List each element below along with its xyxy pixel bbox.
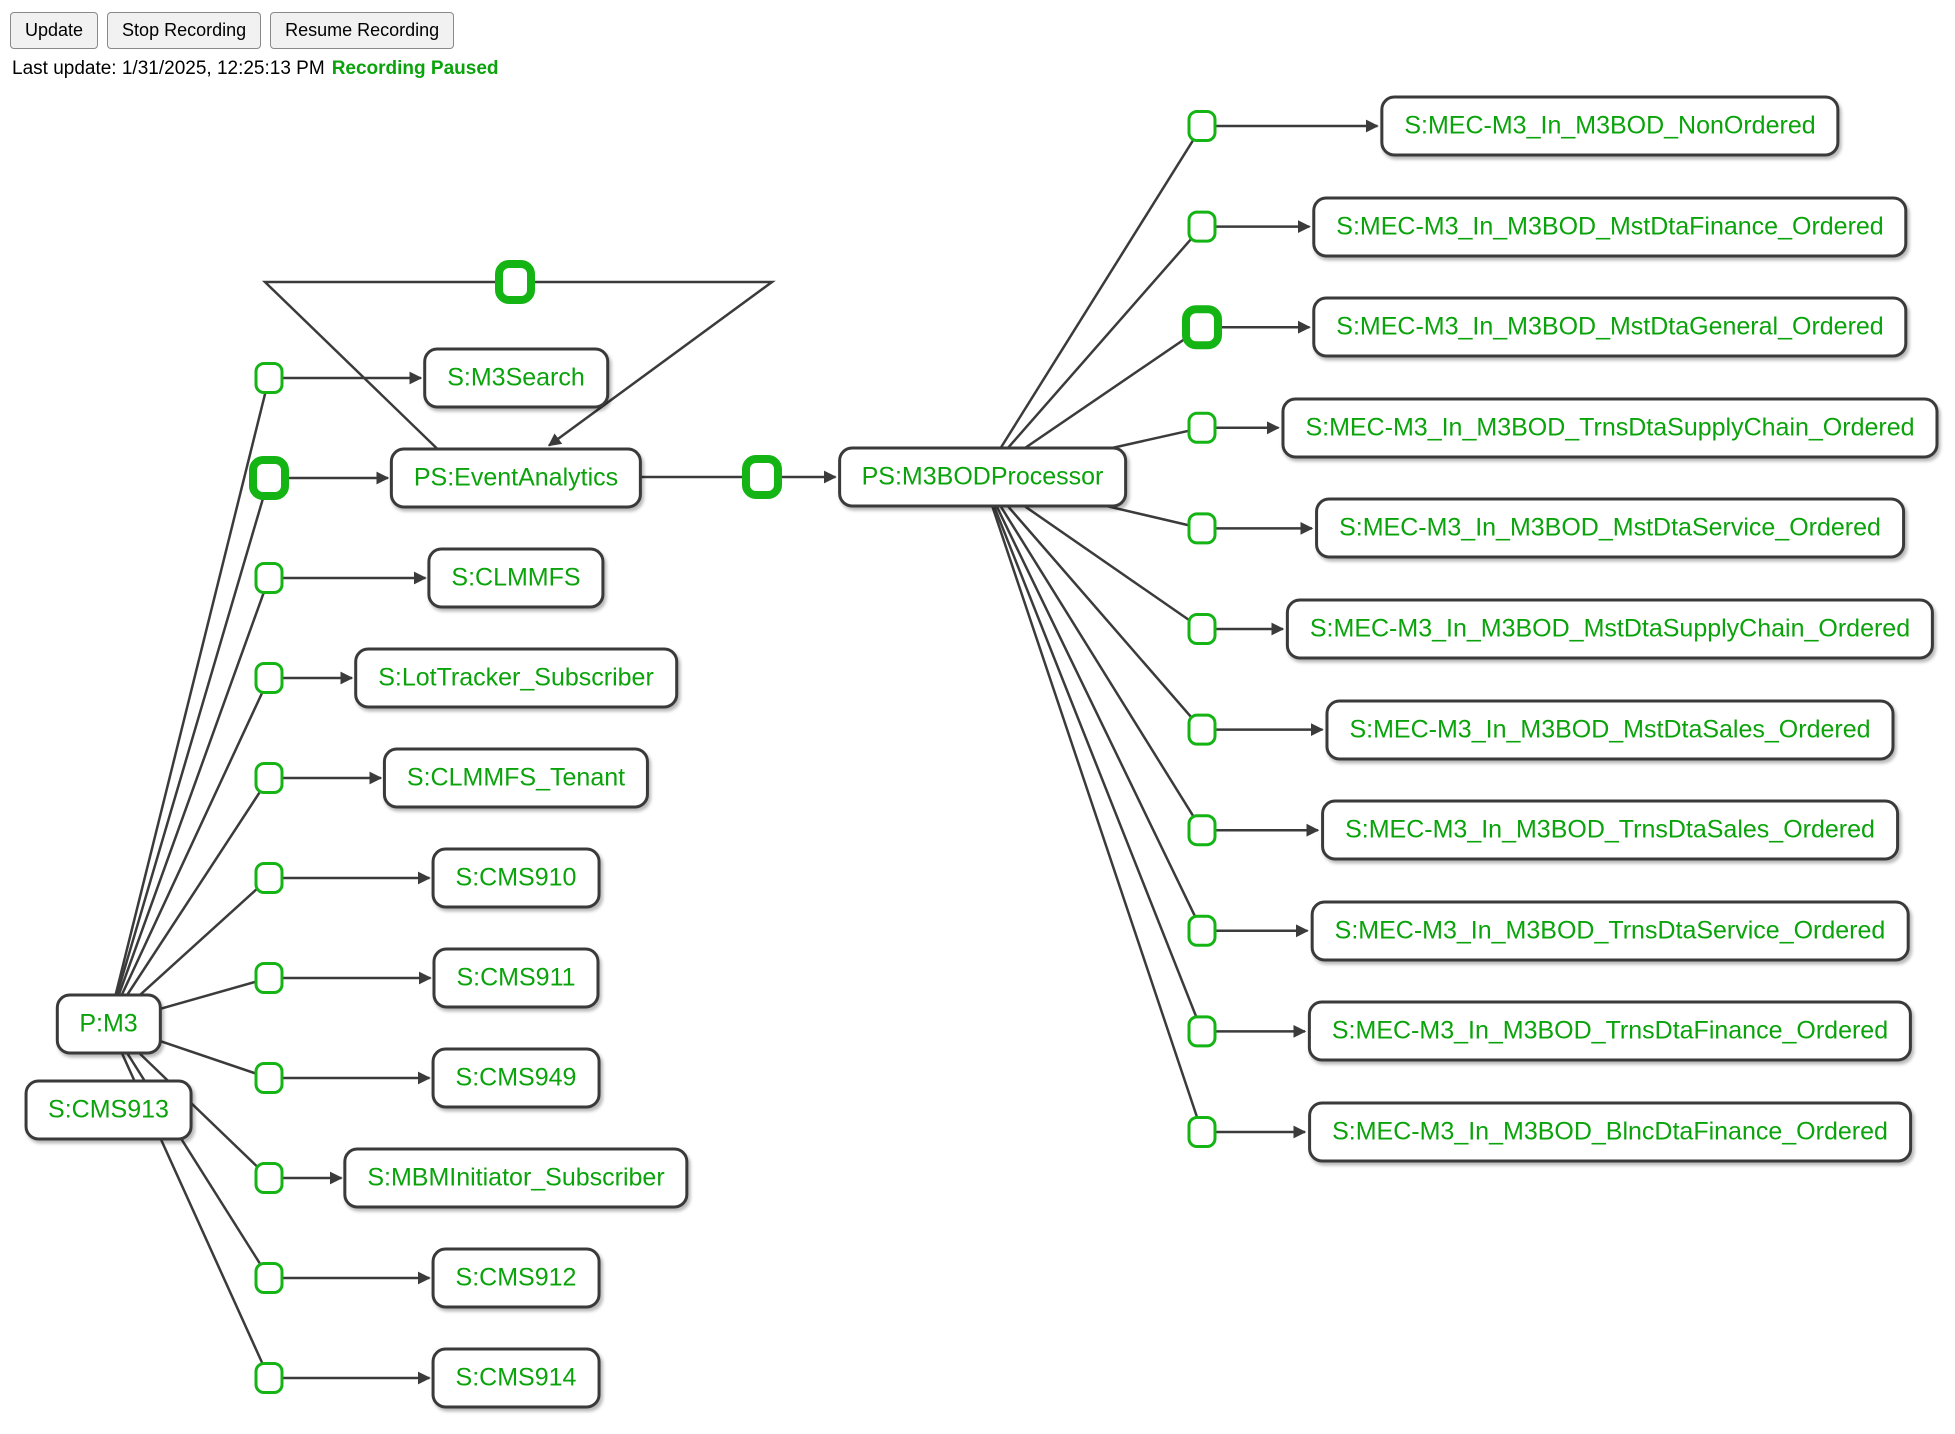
- node-s-cms949[interactable]: S:CMS949: [431, 1047, 601, 1109]
- node-ps-eventanalytics[interactable]: PS:EventAnalytics: [389, 447, 643, 509]
- port-s-cms912[interactable]: [254, 1262, 284, 1294]
- port-s-mec-m3-in-m3bod-trnsdtasales-ordered[interactable]: [1187, 814, 1217, 847]
- port-s-mec-m3-in-m3bod-trnsdtafinance-ordered[interactable]: [1187, 1015, 1217, 1048]
- resume-recording-button[interactable]: Resume Recording: [270, 12, 455, 49]
- node-s-lottracker-subscriber[interactable]: S:LotTracker_Subscriber: [354, 647, 678, 709]
- stop-recording-button[interactable]: Stop Recording: [107, 12, 262, 49]
- port-s-mbminitiator-subscriber[interactable]: [254, 1162, 284, 1194]
- node-s-mec-m3-in-m3bod-blncdtafinance-ordered[interactable]: S:MEC-M3_In_M3BOD_BlncDtaFinance_Ordered: [1308, 1101, 1912, 1163]
- port-ps-eventanalytics[interactable]: [249, 456, 289, 500]
- edge-processor-to-port: [981, 225, 1203, 478]
- node-s-mbminitiator-subscriber[interactable]: S:MBMInitiator_Subscriber: [343, 1147, 689, 1209]
- node-s-mec-m3-in-m3bod-trnsdtafinance-ordered[interactable]: S:MEC-M3_In_M3BOD_TrnsDtaFinance_Ordered: [1307, 1000, 1913, 1062]
- port-s-clmmfs-tenant[interactable]: [254, 762, 284, 794]
- port-s-mec-m3-in-m3bod-nonordered[interactable]: [1187, 110, 1217, 142]
- node-s-mec-m3-in-m3bod-trnsdtaservice-ordered[interactable]: S:MEC-M3_In_M3BOD_TrnsDtaService_Ordered: [1310, 900, 1910, 962]
- node-s-cms911[interactable]: S:CMS911: [432, 947, 600, 1009]
- recording-state-badge: Recording Paused: [331, 58, 499, 79]
- port-eventanalytics-loop-topic[interactable]: [495, 260, 535, 304]
- last-update-text: Last update: 1/31/2025, 12:25:13 PM: [12, 58, 325, 79]
- node-s-cms913[interactable]: S:CMS913: [24, 1079, 193, 1140]
- port-s-mec-m3-in-m3bod-trnsdtasupplychain-ordered[interactable]: [1187, 411, 1217, 444]
- node-s-mec-m3-in-m3bod-mstdtageneral-ordered[interactable]: S:MEC-M3_In_M3BOD_MstDtaGeneral_Ordered: [1312, 296, 1908, 358]
- port-s-cms914[interactable]: [254, 1362, 284, 1394]
- node-s-mec-m3-in-m3bod-mstdtafinance-ordered[interactable]: S:MEC-M3_In_M3BOD_MstDtaFinance_Ordered: [1312, 196, 1908, 258]
- port-s-clmmfs[interactable]: [254, 562, 284, 594]
- edge-pm3-to-port: [107, 677, 271, 1025]
- node-ps-m3bodprocessor[interactable]: PS:M3BODProcessor: [837, 446, 1128, 508]
- node-p-m3[interactable]: P:M3: [55, 993, 162, 1054]
- edge-pm3-to-port: [107, 1022, 271, 1279]
- node-s-mec-m3-in-m3bod-trnsdtasales-ordered[interactable]: S:MEC-M3_In_M3BOD_TrnsDtaSales_Ordered: [1321, 799, 1899, 861]
- edge-processor-to-port: [981, 476, 1204, 1133]
- port-s-cms910[interactable]: [254, 862, 284, 894]
- node-s-m3search[interactable]: S:M3Search: [423, 347, 609, 409]
- node-s-mec-m3-in-m3bod-mstdtasupplychain-ordered[interactable]: S:MEC-M3_In_M3BOD_MstDtaSupplyChain_Orde…: [1285, 598, 1935, 660]
- node-s-mec-m3-in-m3bod-mstdtasales-ordered[interactable]: S:MEC-M3_In_M3BOD_MstDtaSales_Ordered: [1325, 699, 1895, 761]
- node-s-cms910[interactable]: S:CMS910: [431, 847, 601, 909]
- port-s-mec-m3-in-m3bod-mstdtaservice-ordered[interactable]: [1187, 512, 1217, 545]
- edge-pm3-to-port: [107, 377, 271, 1024]
- edge-pm3-to-port: [107, 577, 271, 1024]
- edge-pm3-to-port: [107, 477, 271, 1024]
- port-s-mec-m3-in-m3bod-blncdtafinance-ordered[interactable]: [1187, 1116, 1217, 1148]
- port-s-cms911[interactable]: [254, 962, 284, 994]
- port-s-mec-m3-in-m3bod-mstdtasupplychain-ordered[interactable]: [1187, 613, 1217, 645]
- update-button[interactable]: Update: [10, 12, 99, 49]
- status-line: Last update: 1/31/2025, 12:25:13 PM Recor…: [12, 58, 499, 80]
- port-s-mec-m3-in-m3bod-mstdtasales-ordered[interactable]: [1187, 713, 1217, 746]
- node-s-clmmfs[interactable]: S:CLMMFS: [427, 547, 605, 609]
- port-eventanalytics-to-processor[interactable]: [742, 455, 782, 499]
- port-s-mec-m3-in-m3bod-trnsdtaservice-ordered[interactable]: [1187, 914, 1217, 947]
- edge-processor-to-port: [981, 476, 1204, 1032]
- edge-pm3-to-port: [107, 777, 271, 1025]
- edge-processor-to-port: [981, 125, 1204, 478]
- node-s-mec-m3-in-m3bod-nonordered[interactable]: S:MEC-M3_In_M3BOD_NonOrdered: [1380, 95, 1840, 157]
- node-s-mec-m3-in-m3bod-trnsdtasupplychain-ordered[interactable]: S:MEC-M3_In_M3BOD_TrnsDtaSupplyChain_Ord…: [1281, 397, 1939, 459]
- port-s-m3search[interactable]: [254, 362, 284, 394]
- edge-processor-to-port: [981, 476, 1203, 731]
- node-s-mec-m3-in-m3bod-mstdtaservice-ordered[interactable]: S:MEC-M3_In_M3BOD_MstDtaService_Ordered: [1315, 497, 1905, 559]
- node-s-cms914[interactable]: S:CMS914: [431, 1347, 601, 1409]
- port-s-cms949[interactable]: [254, 1062, 284, 1094]
- edge-processor-to-port: [981, 476, 1204, 932]
- port-s-lottracker-subscriber[interactable]: [254, 662, 284, 694]
- node-s-cms912[interactable]: S:CMS912: [431, 1247, 601, 1309]
- port-s-mec-m3-in-m3bod-mstdtageneral-ordered[interactable]: [1182, 305, 1222, 350]
- edge-processor-to-port: [981, 476, 1204, 831]
- edge-pm3-to-port: [107, 1022, 271, 1379]
- port-s-mec-m3-in-m3bod-mstdtafinance-ordered[interactable]: [1187, 210, 1217, 243]
- node-s-clmmfs-tenant[interactable]: S:CLMMFS_Tenant: [382, 747, 650, 809]
- toolbar: Update Stop Recording Resume Recording: [10, 12, 455, 49]
